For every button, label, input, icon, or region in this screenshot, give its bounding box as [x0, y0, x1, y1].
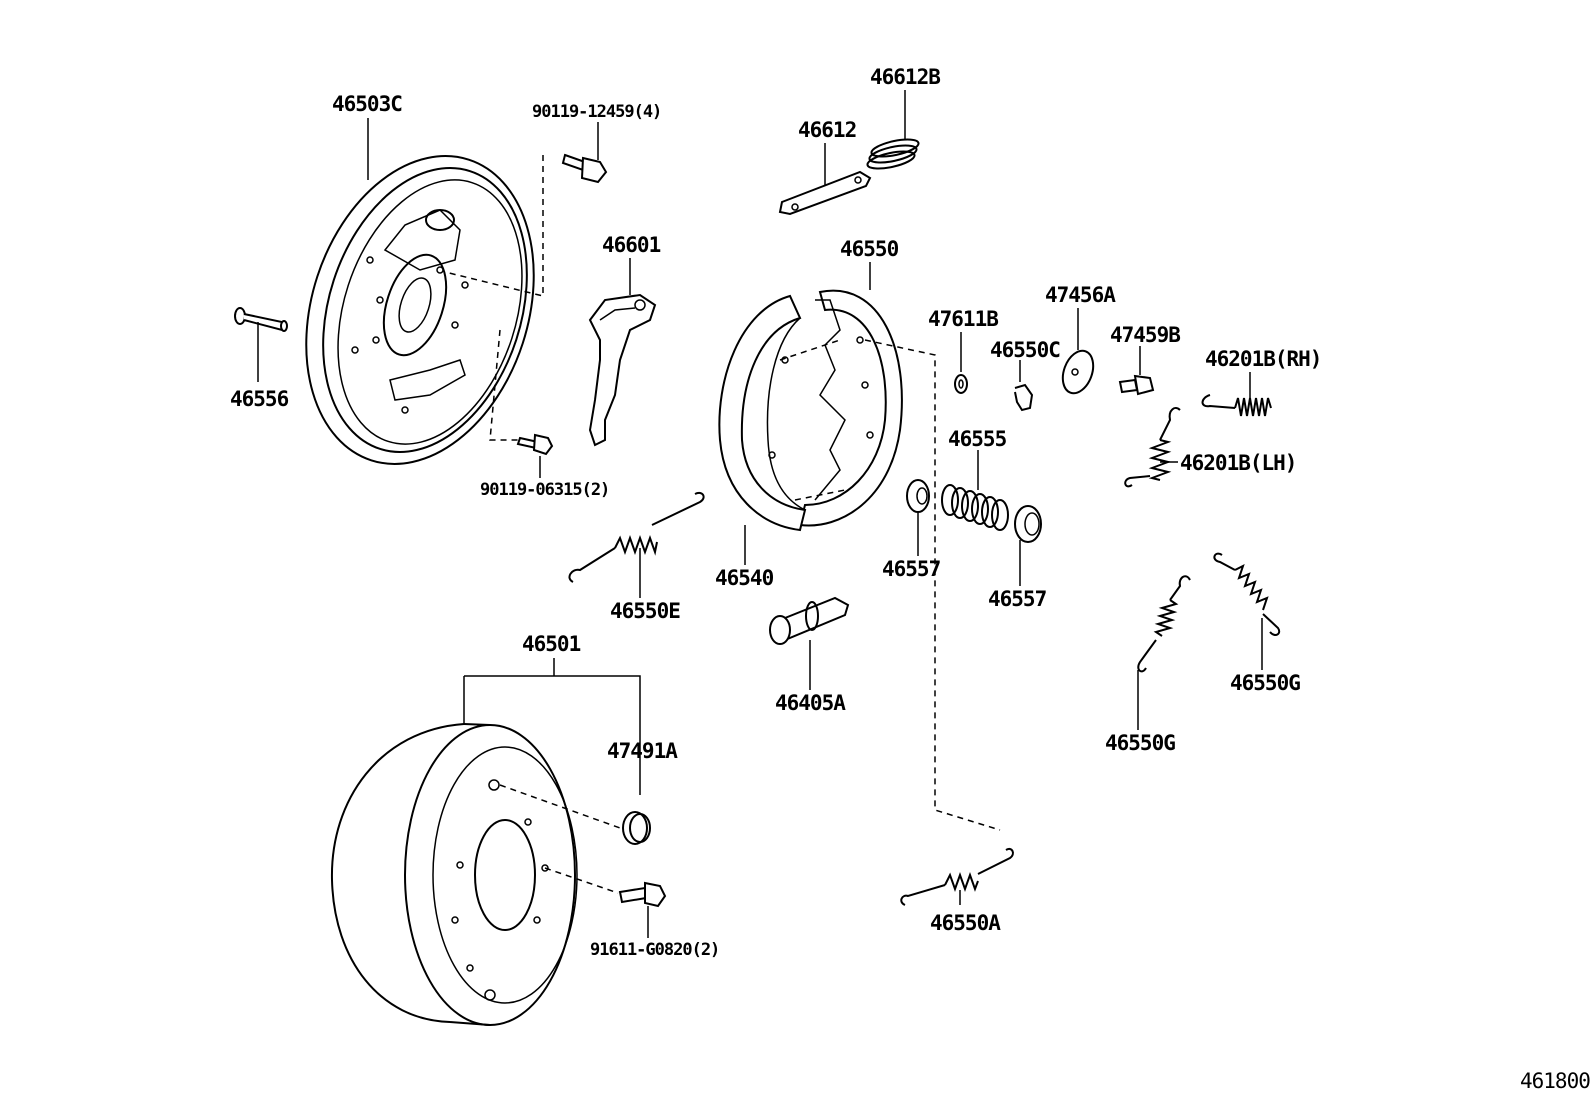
- label-46201B-LH: 46201B(LH): [1180, 451, 1296, 475]
- washer-47456A[interactable]: [1057, 347, 1098, 398]
- label-46612: 46612: [798, 118, 856, 142]
- spring-46201B-LH[interactable]: [1124, 407, 1181, 488]
- label-47491A: 47491A: [607, 739, 678, 763]
- washer-47611B[interactable]: [954, 374, 968, 394]
- label-46557-a: 46557: [882, 557, 941, 581]
- label-46550A: 46550A: [930, 911, 1001, 935]
- backing-plate-46503C[interactable]: [268, 126, 571, 493]
- spring-46550A[interactable]: [900, 848, 1014, 906]
- label-46503C: 46503C: [332, 92, 402, 116]
- label-46501: 46501: [522, 632, 581, 656]
- diagram-id: 461800: [1520, 1069, 1590, 1093]
- spring-46550G-left[interactable]: [1137, 575, 1191, 673]
- spring-46550E[interactable]: [568, 492, 705, 583]
- lever-46612[interactable]: [778, 170, 872, 216]
- label-46405A: 46405A: [775, 691, 846, 715]
- label-46555: 46555: [948, 427, 1007, 451]
- brake-shoe-46540[interactable]: [718, 294, 807, 532]
- label-46540: 46540: [715, 566, 774, 590]
- label-47456A: 47456A: [1045, 283, 1116, 307]
- label-90119-06315: 90119-06315(2): [480, 480, 609, 500]
- plug-47491A[interactable]: [622, 811, 651, 845]
- label-46556: 46556: [230, 387, 289, 411]
- label-46557-b: 46557: [988, 587, 1047, 611]
- bolt-90119-12459[interactable]: [561, 153, 608, 184]
- retainer-cup-46557-a[interactable]: [906, 479, 930, 513]
- label-46201B-RH: 46201B(RH): [1205, 347, 1321, 371]
- pin-47459B[interactable]: [1118, 374, 1155, 396]
- label-91611-G0820: 91611-G0820(2): [590, 940, 719, 960]
- spring-46550G-right[interactable]: [1213, 552, 1281, 636]
- label-46550C: 46550C: [990, 338, 1060, 362]
- label-46612B: 46612B: [870, 65, 940, 89]
- spring-46201B-RH[interactable]: [1201, 394, 1272, 417]
- label-46550: 46550: [840, 237, 899, 261]
- label-47611B: 47611B: [928, 307, 998, 331]
- label-47459B: 47459B: [1110, 323, 1180, 347]
- clip-46550C[interactable]: [1014, 383, 1034, 412]
- retainer-46601[interactable]: [588, 293, 657, 447]
- label-46550G-right: 46550G: [1230, 671, 1300, 695]
- brake-drum-46501[interactable]: [330, 723, 578, 1026]
- brake-shoe-46550[interactable]: [798, 289, 903, 527]
- bolt-91611-G0820[interactable]: [618, 881, 667, 908]
- bolt-90119-06315[interactable]: [516, 433, 554, 456]
- retainer-cup-46557-b[interactable]: [1014, 505, 1042, 543]
- pin-46556[interactable]: [234, 307, 288, 332]
- label-90119-12459: 90119-12459(4): [532, 102, 661, 122]
- spring-46555[interactable]: [941, 484, 1009, 531]
- label-46550E: 46550E: [610, 599, 680, 623]
- label-46550G-left: 46550G: [1105, 731, 1175, 755]
- adjuster-46405A[interactable]: [769, 596, 850, 645]
- label-46601: 46601: [602, 233, 661, 257]
- spring-46612B[interactable]: [866, 136, 920, 172]
